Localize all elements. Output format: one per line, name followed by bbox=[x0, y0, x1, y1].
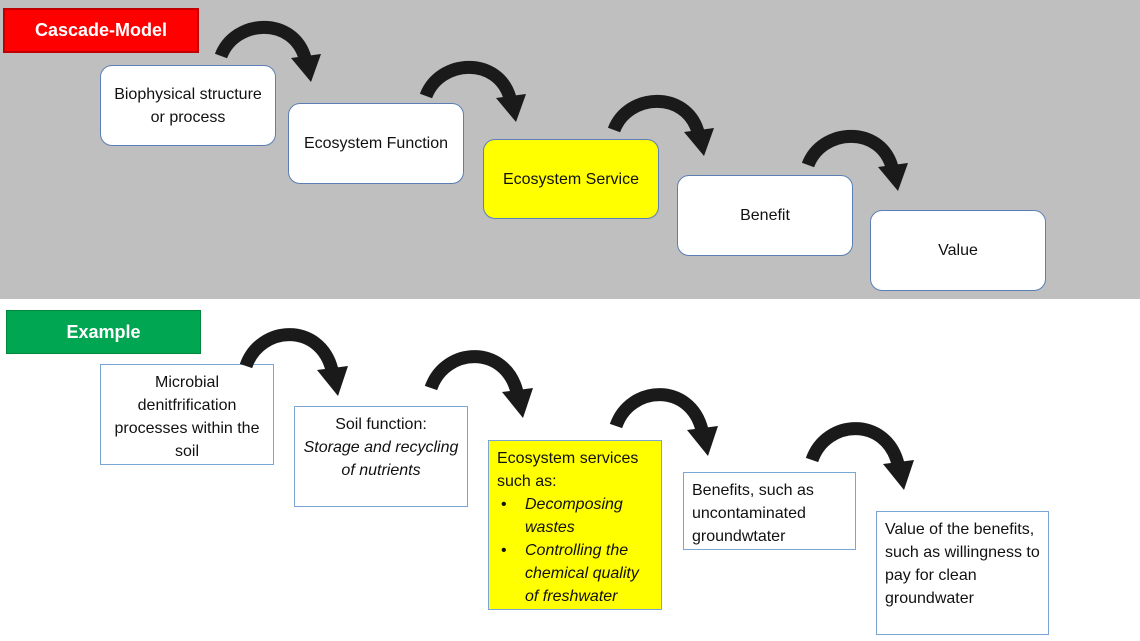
soil-function-heading: Soil function: bbox=[335, 416, 427, 433]
example-step-microbial: Microbial denitfrification processes wit… bbox=[100, 364, 274, 465]
curved-arrow-icon bbox=[805, 422, 914, 490]
curved-arrow-icon bbox=[419, 60, 526, 122]
soil-function-detail: Storage and recycling of nutrients bbox=[303, 439, 459, 479]
example-label: Example bbox=[6, 310, 201, 354]
cascade-model-label: Cascade-Model bbox=[3, 8, 199, 53]
example-step-soil-function: Soil function: Storage and recycling of … bbox=[294, 406, 468, 507]
cascade-step-biophysical: Biophysical structure or process bbox=[100, 65, 276, 146]
curved-arrow-icon bbox=[801, 129, 908, 191]
example-step-ecosystem-services: Ecosystem services such as: Decomposing … bbox=[488, 440, 662, 610]
cascade-step-service: Ecosystem Service bbox=[483, 139, 659, 219]
ecosystem-services-list: Decomposing wastes Controlling the chemi… bbox=[497, 493, 653, 608]
ecosystem-service-item: Controlling the chemical quality of fres… bbox=[497, 539, 653, 608]
curved-arrow-icon bbox=[609, 388, 718, 456]
cascade-step-value: Value bbox=[870, 210, 1046, 291]
example-step-benefits: Benefits, such as uncontaminated groundw… bbox=[683, 472, 856, 550]
curved-arrow-icon bbox=[239, 328, 348, 396]
value-text: Value of the benefits, such as willingne… bbox=[885, 521, 1040, 607]
benefits-text: Benefits, such as uncontaminated groundw… bbox=[692, 482, 814, 545]
example-step-microbial-text: Microbial denitfrification processes wit… bbox=[114, 374, 260, 460]
cascade-step-function: Ecosystem Function bbox=[288, 103, 464, 184]
curved-arrow-icon bbox=[214, 20, 321, 82]
ecosystem-services-heading: Ecosystem services such as: bbox=[497, 450, 639, 490]
example-step-value: Value of the benefits, such as willingne… bbox=[876, 511, 1049, 635]
curved-arrow-icon bbox=[607, 94, 714, 156]
ecosystem-service-item: Decomposing wastes bbox=[497, 493, 653, 539]
curved-arrow-icon bbox=[424, 350, 533, 418]
cascade-step-benefit: Benefit bbox=[677, 175, 853, 256]
